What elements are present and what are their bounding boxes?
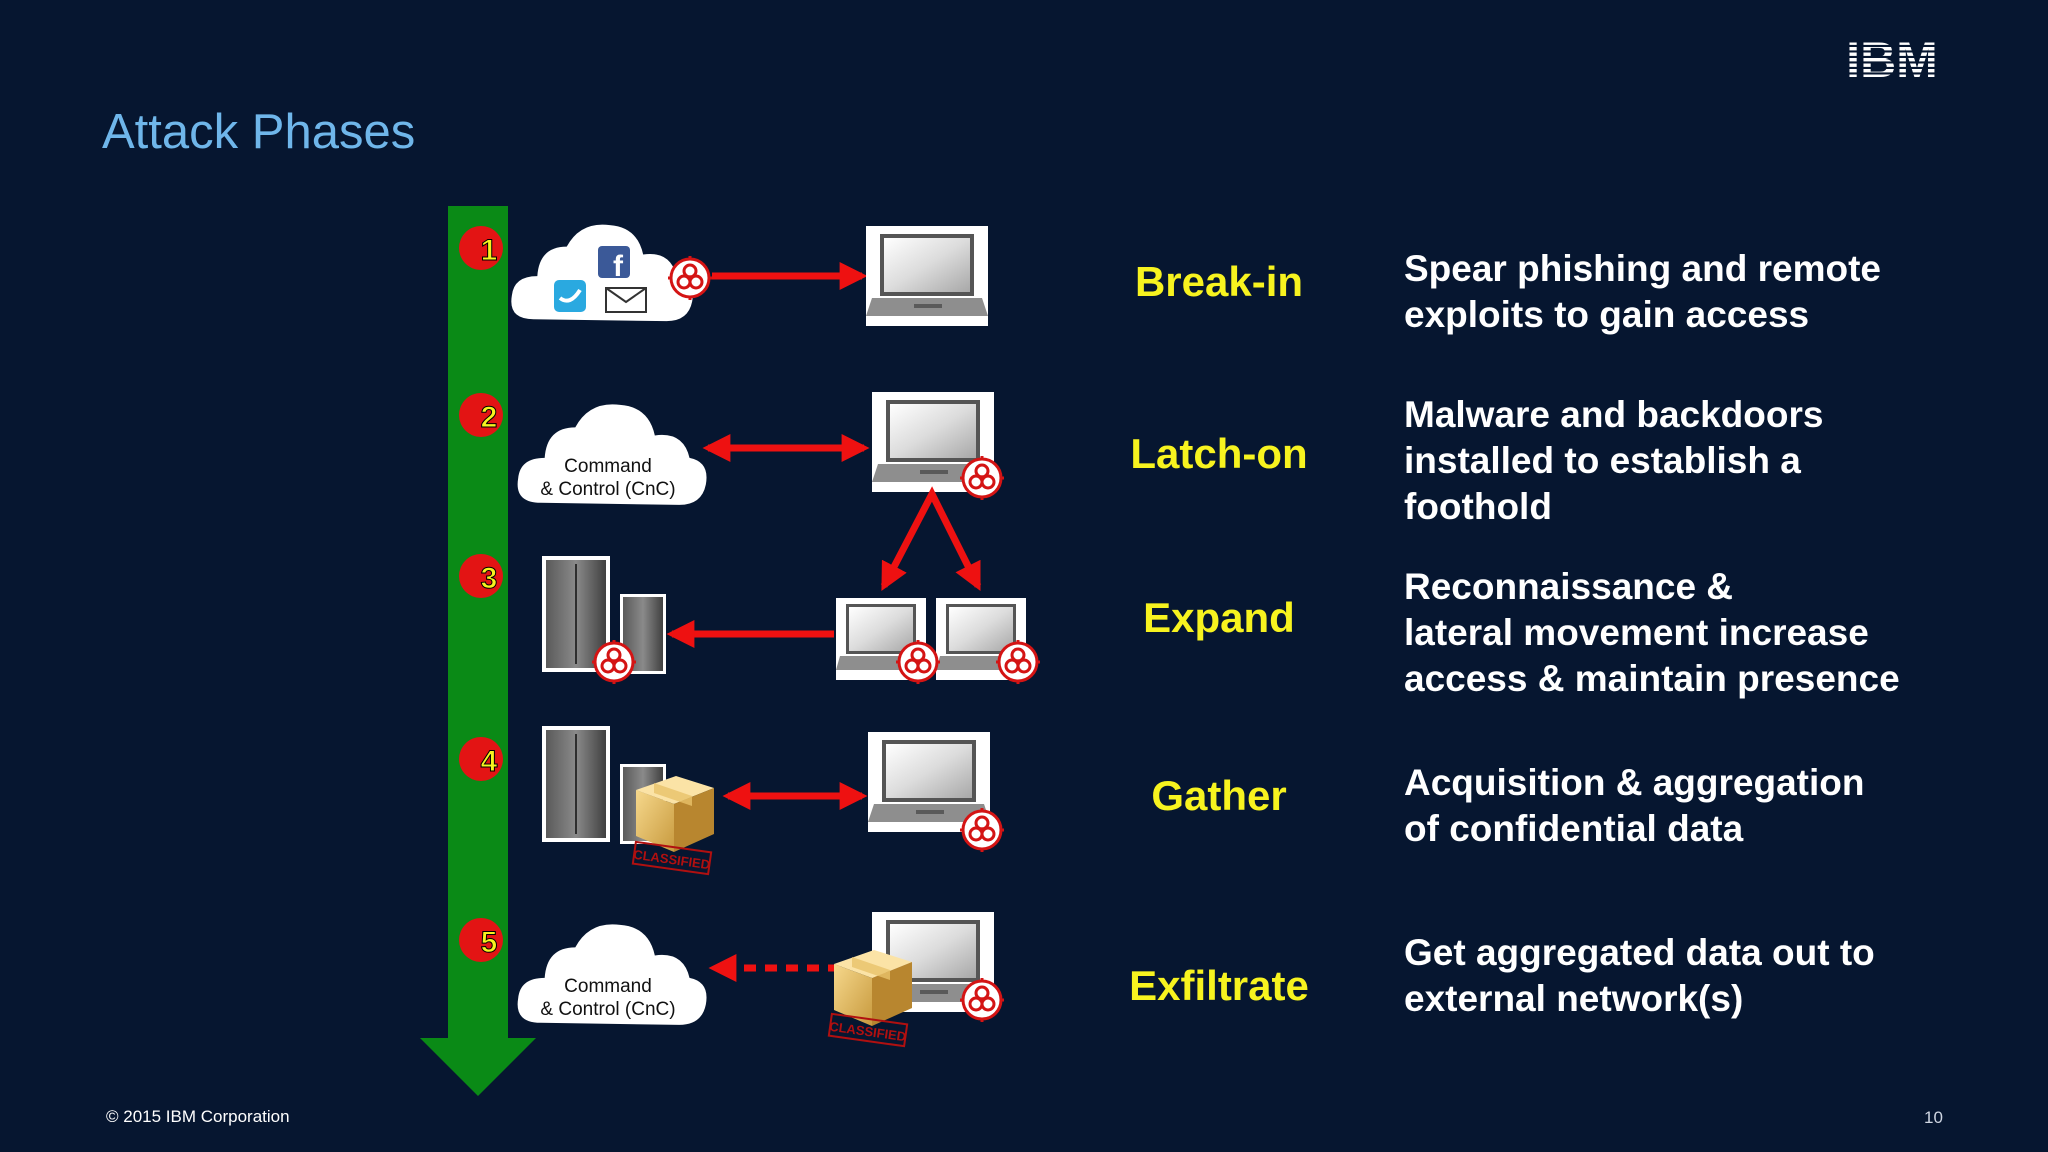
phase-2-badge: 2 bbox=[459, 393, 503, 437]
phase-description-latch-on: Malware and backdoors installed to estab… bbox=[1404, 392, 1964, 530]
svg-text:f: f bbox=[613, 250, 624, 283]
ibm-logo: IBM bbox=[1846, 36, 1938, 80]
description-line: lateral movement increase bbox=[1404, 612, 1869, 653]
description-line: Acquisition & aggregation bbox=[1404, 762, 1865, 803]
laptop-icon bbox=[866, 226, 988, 326]
description-line: Spear phishing and remote bbox=[1404, 248, 1881, 289]
phase-description-expand: Reconnaissance & lateral movement increa… bbox=[1404, 564, 1964, 702]
copyright-footer: © 2015 IBM Corporation bbox=[106, 1107, 290, 1126]
description-line: installed to establish a bbox=[1404, 440, 1801, 481]
phase-5-badge: 5 bbox=[459, 918, 503, 962]
spread-arrows bbox=[880, 486, 982, 592]
social-cloud: f bbox=[511, 224, 693, 322]
phase-number: 2 bbox=[481, 401, 498, 434]
description-line: access & maintain presence bbox=[1404, 658, 1900, 699]
description-line: Malware and backdoors bbox=[1404, 394, 1824, 435]
cnc-cloud-1: Command & Control (CnC) bbox=[517, 404, 707, 505]
cloud-label-line1: Command bbox=[564, 456, 652, 477]
description-line: external network(s) bbox=[1404, 978, 1744, 1019]
cloud-label-line1: Command bbox=[564, 976, 652, 997]
phase-number: 4 bbox=[481, 745, 498, 778]
twitter-icon bbox=[554, 280, 586, 312]
phase-name-gather: Gather bbox=[1151, 772, 1287, 819]
phase-description-gather: Acquisition & aggregation of confidentia… bbox=[1404, 760, 1964, 852]
phase-description-break-in: Spear phishing and remote exploits to ga… bbox=[1404, 246, 1964, 338]
phase-name-exfiltrate: Exfiltrate bbox=[1129, 962, 1309, 1009]
phase-name-expand: Expand bbox=[1143, 594, 1295, 641]
phase-4-badge: 4 bbox=[459, 737, 503, 781]
description-line: foothold bbox=[1404, 486, 1552, 527]
package-icon bbox=[636, 776, 714, 852]
classified-stamp: CLASSIFIED bbox=[827, 1012, 909, 1048]
facebook-icon: f bbox=[598, 246, 630, 283]
description-line: exploits to gain access bbox=[1404, 294, 1810, 335]
phase-number: 1 bbox=[481, 234, 498, 267]
cloud-label-line2: & Control (CnC) bbox=[540, 479, 675, 500]
description-line: of confidential data bbox=[1404, 808, 1744, 849]
timeline-arrow bbox=[420, 206, 536, 1096]
phase-name-break-in: Break-in bbox=[1134, 258, 1304, 305]
cloud-label-line2: & Control (CnC) bbox=[540, 999, 675, 1020]
page-number: 10 bbox=[1924, 1108, 1943, 1127]
logo-text: IBM bbox=[1846, 36, 1938, 80]
page-title: Attack Phases bbox=[102, 105, 416, 159]
email-icon bbox=[605, 287, 647, 313]
phase-3-badge: 3 bbox=[459, 554, 503, 598]
phase-number: 5 bbox=[481, 926, 498, 959]
phase-number: 3 bbox=[481, 562, 498, 595]
description-line: Get aggregated data out to bbox=[1404, 932, 1875, 973]
phase-name-latch-on: Latch-on bbox=[1130, 430, 1308, 477]
package-icon bbox=[834, 950, 912, 1026]
description-line: Reconnaissance & bbox=[1404, 566, 1734, 607]
cnc-cloud-2: Command & Control (CnC) bbox=[517, 924, 707, 1025]
classified-stamp: CLASSIFIED bbox=[631, 840, 713, 876]
phase-1-badge: 1 bbox=[459, 226, 503, 270]
phase-description-exfiltrate: Get aggregated data out to external netw… bbox=[1404, 930, 1964, 1022]
server-icon bbox=[541, 725, 611, 843]
